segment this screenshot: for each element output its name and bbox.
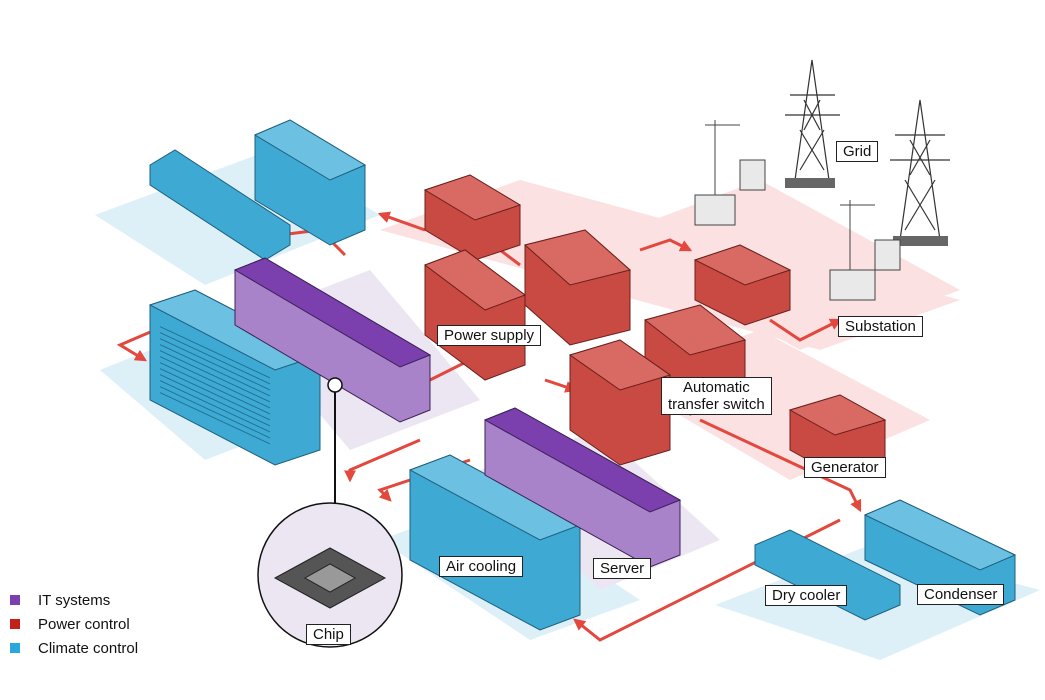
flow-arrow	[116, 328, 156, 362]
flow-arrow	[377, 211, 426, 232]
legend-label: Climate control	[38, 639, 139, 657]
legend-swatch-icon	[10, 643, 20, 653]
grid-towers	[785, 59, 950, 246]
legend-swatch-icon	[10, 595, 20, 605]
power-equipment	[423, 174, 887, 476]
server-label: Server	[593, 558, 652, 579]
flow-arrow	[639, 238, 693, 252]
dry-cooler-unit	[754, 529, 901, 621]
flow-arrow	[344, 438, 421, 483]
substation-equipment	[694, 120, 901, 301]
chip-callout-dot	[327, 377, 343, 393]
ats-label-line-2: transfer switch	[668, 396, 765, 413]
grid-label: Grid	[836, 141, 879, 162]
dry-cooler-unit	[149, 149, 291, 261]
air-cooling-label: Air cooling	[439, 556, 524, 577]
flow-arrow	[499, 248, 521, 267]
chip-callout	[257, 377, 403, 648]
legend-label: Power control	[38, 615, 130, 633]
legend-swatch-icon	[10, 619, 20, 629]
power-supply-label: Power supply	[437, 325, 542, 346]
generator-label: Generator	[804, 457, 886, 478]
dry-cooler-label: Dry cooler	[765, 585, 848, 606]
legend: IT systems Power control Climate control	[10, 588, 138, 660]
transmission-tower-icon	[890, 99, 950, 246]
condenser-label: Condenser	[917, 584, 1005, 605]
it-server-racks	[233, 257, 682, 568]
ats-label-line-1: Automatic	[683, 379, 750, 396]
transmission-tower-icon	[785, 59, 840, 188]
flow-arrow	[769, 318, 843, 342]
chip-label: Chip	[306, 624, 351, 645]
ats-label: Automatic transfer switch	[661, 377, 772, 415]
flow-arrow	[699, 418, 862, 513]
substation-label: Substation	[838, 316, 923, 337]
legend-label: IT systems	[38, 591, 111, 609]
legend-item-it-systems: IT systems	[10, 588, 138, 612]
legend-item-climate-control: Climate control	[10, 636, 138, 660]
legend-item-power-control: Power control	[10, 612, 138, 636]
